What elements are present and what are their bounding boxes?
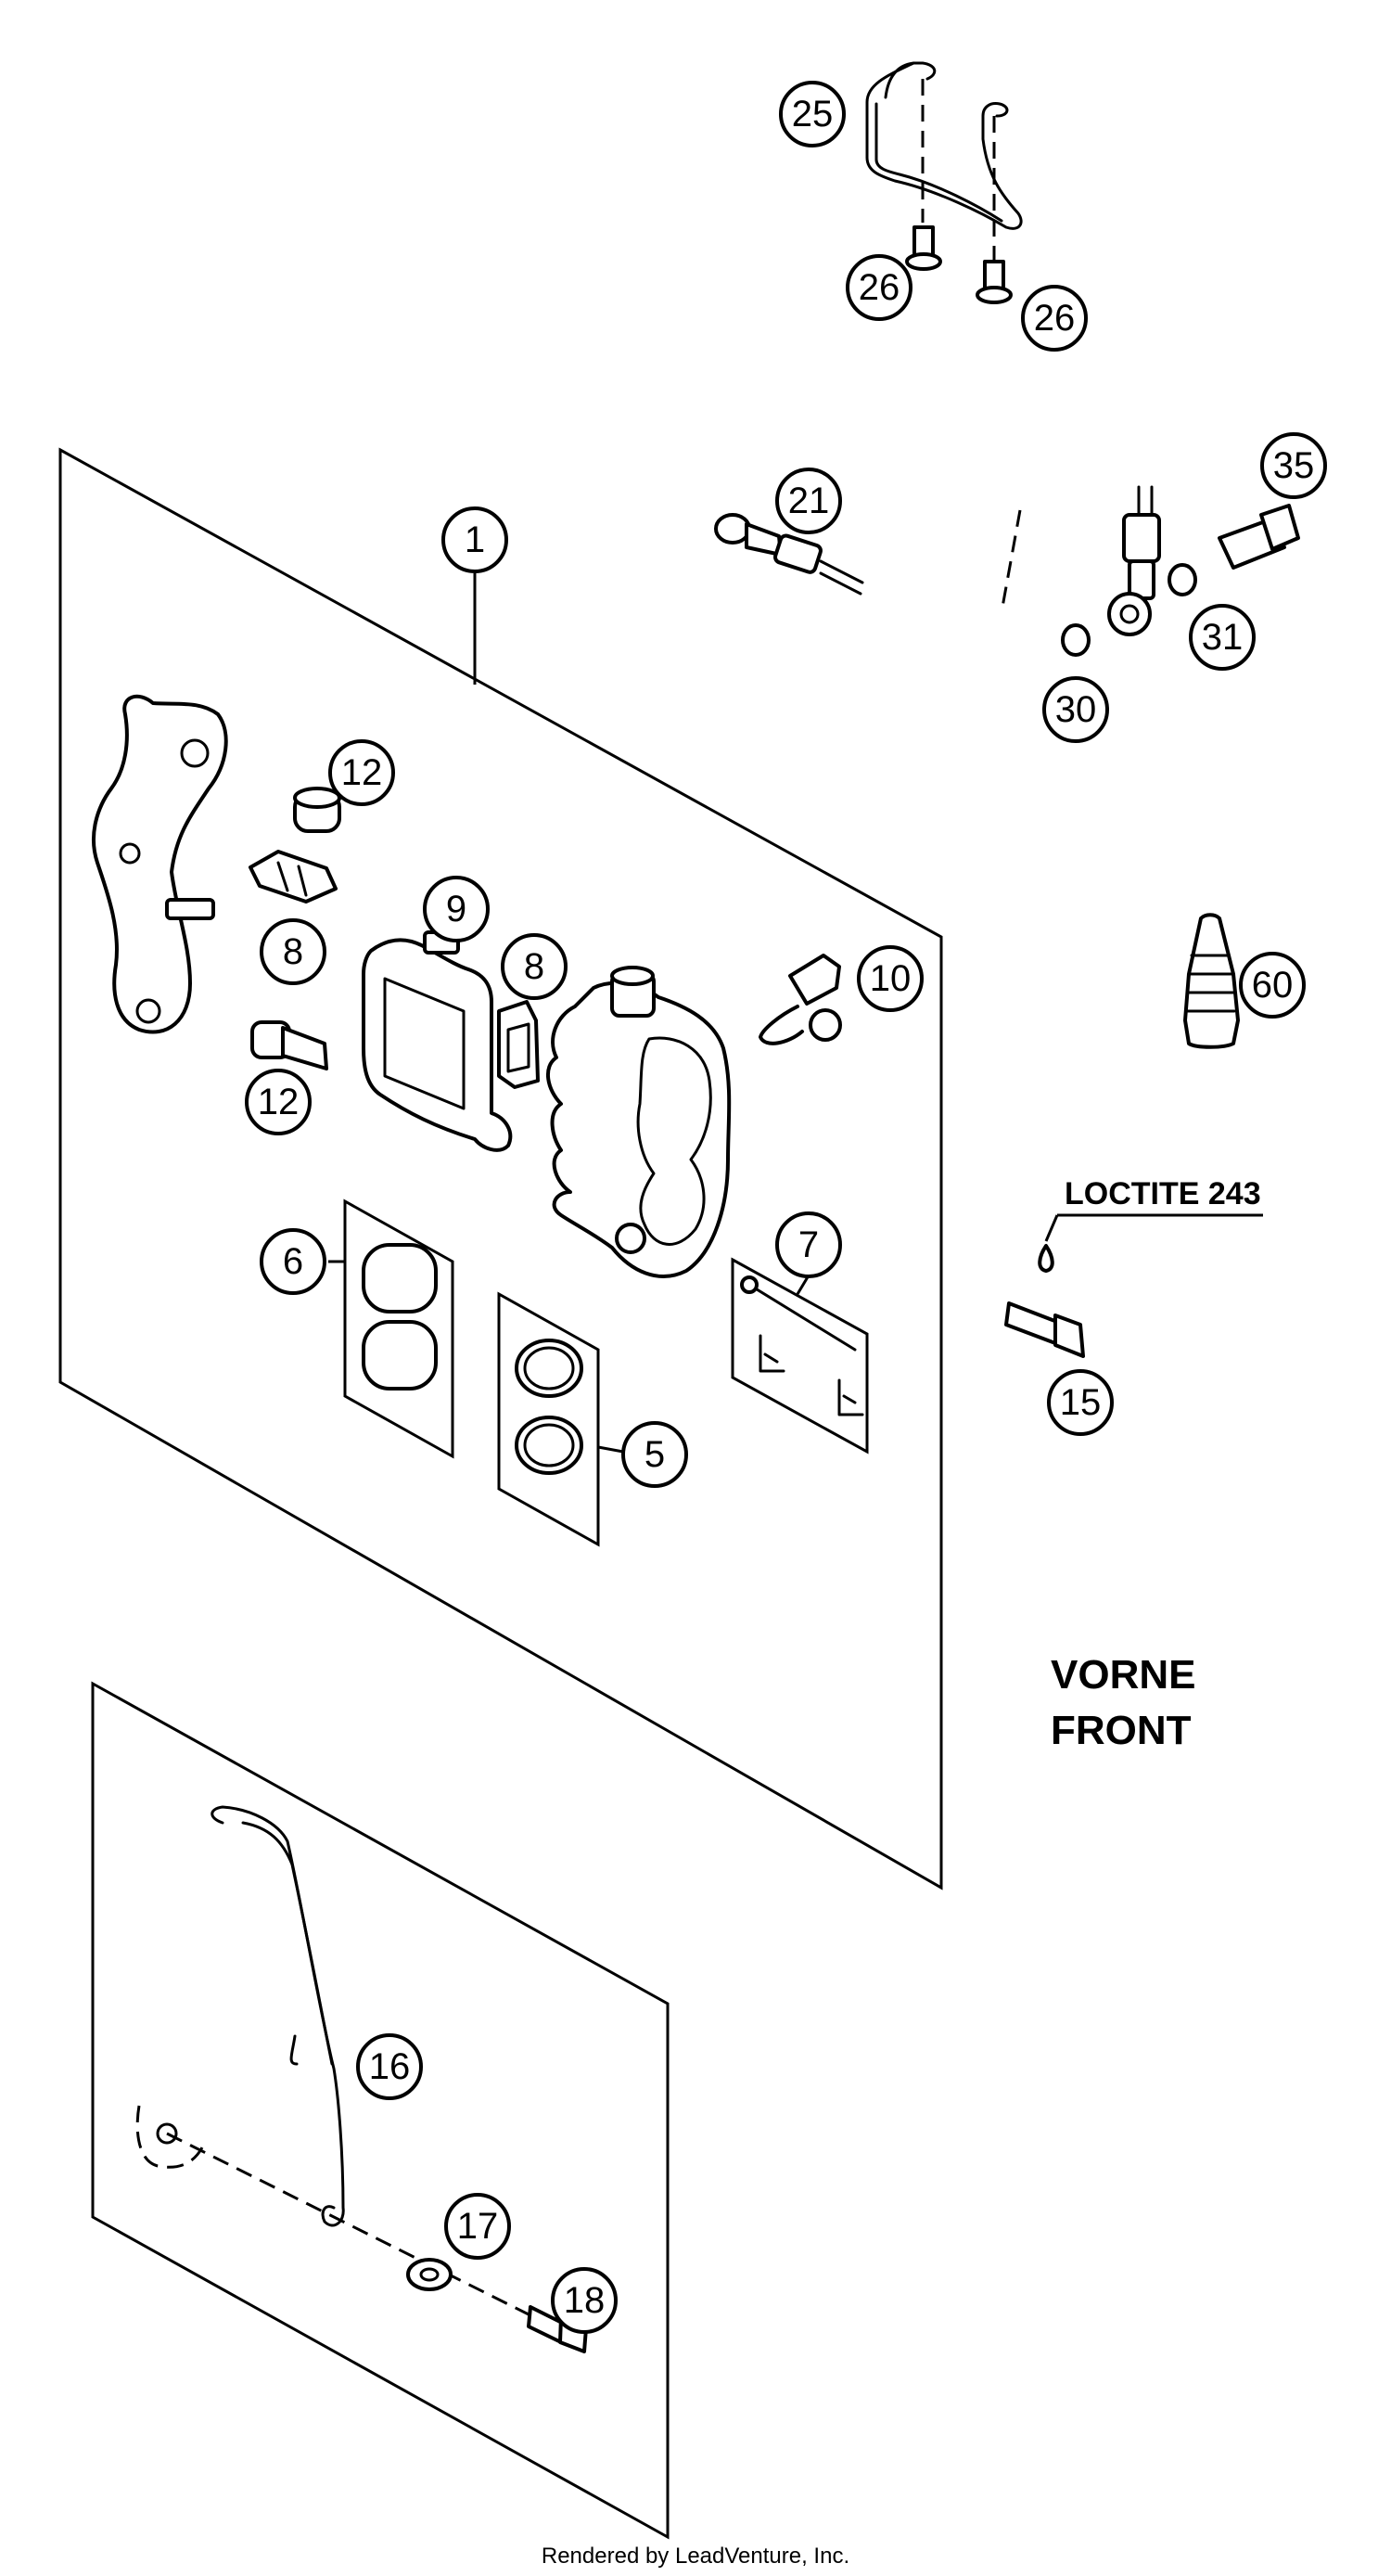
pin-kit [731, 1257, 869, 1455]
bolt-15 [1004, 1301, 1085, 1358]
washer-30 [1061, 623, 1091, 657]
brake-pad-small [497, 1000, 540, 1089]
mount-hole [156, 2122, 178, 2145]
brake-caliper [545, 966, 732, 1278]
callout-12-bottom: 12 [245, 1069, 312, 1135]
banjo-fitting [1000, 485, 1161, 636]
assembly-axis [166, 2132, 539, 2321]
leader-5 [597, 1445, 624, 1454]
bushing-top [293, 787, 341, 833]
washer-17 [406, 2258, 453, 2291]
callout-18: 18 [551, 2267, 618, 2334]
svg-text:8: 8 [524, 946, 544, 987]
label-vorne: VORNE [1051, 1652, 1195, 1698]
washer-31 [1168, 563, 1197, 596]
svg-text:10: 10 [870, 958, 912, 999]
screw-left [905, 225, 942, 271]
brake-hose-fitting [714, 513, 864, 596]
svg-text:26: 26 [1034, 298, 1076, 339]
svg-text:60: 60 [1252, 965, 1294, 1006]
callout-9: 9 [423, 876, 490, 942]
piston-kit [343, 1198, 454, 1459]
loctite-label: LOCTITE 243 [1065, 1176, 1261, 1211]
label-front: FRONT [1051, 1708, 1192, 1753]
pad-spring-left [249, 850, 338, 904]
callout-16: 16 [356, 2033, 423, 2100]
mount-outline [135, 2105, 204, 2169]
callout-30: 30 [1042, 676, 1109, 743]
callout-31: 31 [1189, 604, 1256, 671]
svg-text:18: 18 [564, 2280, 606, 2321]
callout-10: 10 [857, 945, 924, 1012]
callout-1: 1 [441, 506, 508, 573]
bleeder-valve [759, 954, 842, 1045]
callout-8-right: 8 [501, 933, 568, 1000]
svg-text:25: 25 [792, 94, 834, 135]
caliper-assembly-panel [58, 447, 943, 1890]
svg-text:12: 12 [341, 752, 383, 793]
callout-5: 5 [621, 1421, 688, 1488]
callout-7: 7 [775, 1211, 842, 1278]
loctite-pointer [1044, 1214, 1059, 1242]
svg-text:9: 9 [446, 889, 466, 929]
pin-bolt [250, 1020, 328, 1070]
svg-text:26: 26 [859, 267, 900, 308]
svg-text:5: 5 [644, 1434, 665, 1475]
svg-text:12: 12 [258, 1082, 300, 1122]
callout-35: 35 [1260, 432, 1327, 499]
svg-text:35: 35 [1273, 445, 1315, 486]
callout-8-left: 8 [260, 918, 326, 985]
callout-17: 17 [444, 2193, 511, 2260]
callout-26-left: 26 [846, 254, 912, 321]
footer-credit: Rendered by LeadVenture, Inc. [541, 2544, 850, 2569]
sealant-tube [1183, 913, 1240, 1049]
svg-text:7: 7 [798, 1224, 819, 1265]
svg-text:6: 6 [283, 1241, 303, 1282]
svg-text:1: 1 [465, 519, 485, 560]
callout-21: 21 [775, 468, 842, 534]
callout-26-right: 26 [1021, 285, 1088, 352]
svg-text:31: 31 [1202, 617, 1244, 658]
svg-text:8: 8 [283, 931, 303, 972]
callout-60: 60 [1239, 952, 1306, 1019]
svg-text:16: 16 [369, 2046, 411, 2087]
callout-25: 25 [779, 81, 846, 147]
banjo-bolt [1218, 504, 1300, 570]
svg-text:21: 21 [788, 481, 830, 521]
svg-text:17: 17 [457, 2206, 499, 2247]
brake-pad-large [362, 930, 513, 1152]
seal-kit [497, 1291, 600, 1547]
leader-7 [796, 1275, 810, 1295]
svg-text:30: 30 [1055, 689, 1097, 730]
spring-bracket-16 [211, 1805, 345, 2227]
bracket-panel [91, 1681, 670, 2540]
caliper-bracket [91, 694, 228, 1034]
callout-15: 15 [1047, 1369, 1114, 1436]
loctite-drop [1038, 1244, 1054, 1273]
screw-right [976, 260, 1013, 304]
callout-12-top: 12 [328, 739, 395, 806]
brake-line-clip [865, 61, 1023, 230]
callout-6: 6 [260, 1228, 326, 1295]
svg-text:15: 15 [1060, 1382, 1102, 1423]
